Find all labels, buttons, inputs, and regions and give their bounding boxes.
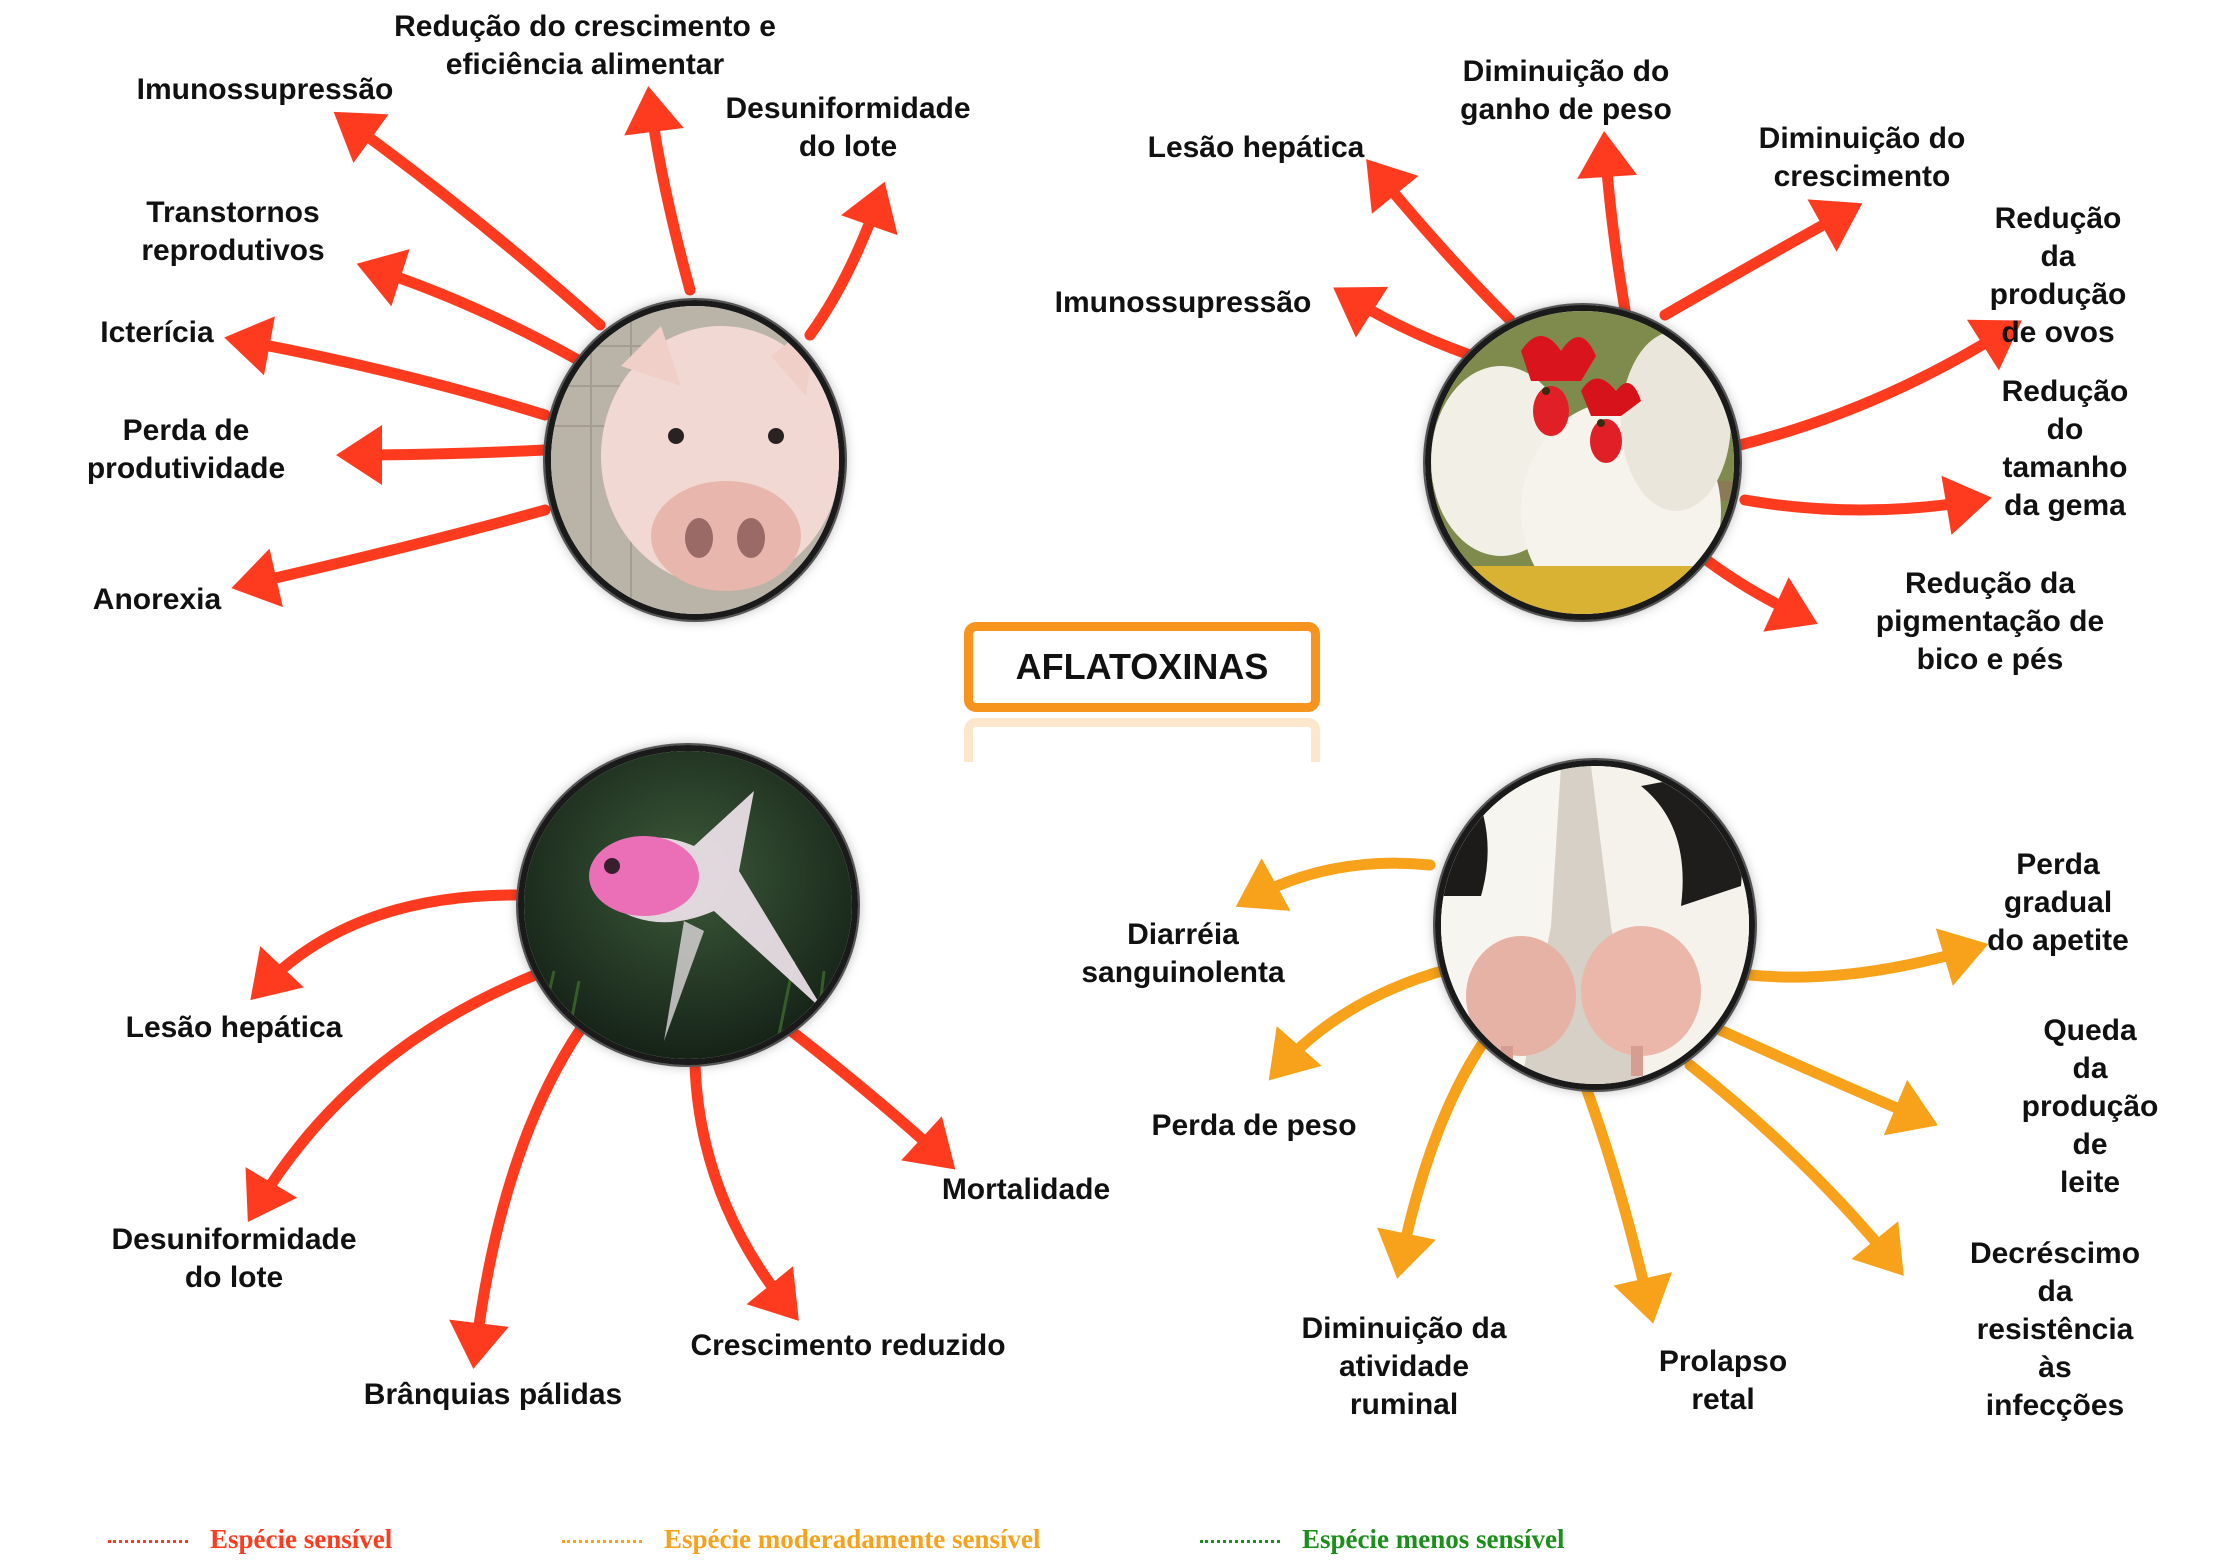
pig-arrowhead-1 (333, 111, 389, 164)
legend-less-label: Espécie menos sensível (1302, 1524, 1565, 1554)
cattle-effect-milk-production: Queda da produção de leite (2021, 1014, 2159, 1199)
legend-less-dots (1200, 1540, 1280, 1544)
pig-arrowhead-0 (624, 86, 684, 136)
poultry-effect-yolk-size: Redução do tamanho da gema (2001, 375, 2129, 522)
fish-effect-reduced-growth: Crescimento reduzido (690, 1329, 1006, 1362)
poultry-arrowhead-1 (1366, 159, 1419, 214)
fish-arrowhead-3 (746, 1266, 799, 1321)
fish-effect-liver: Lesão hepática (125, 1011, 343, 1044)
pig-effect-jaundice: Icterícia (100, 316, 214, 349)
pig-arrow-6 (239, 504, 551, 591)
pig-arrowhead-4 (224, 316, 275, 376)
pig-arrow-1 (339, 114, 606, 331)
fish-effect-pale-gills: Brânquias pálidas (363, 1378, 623, 1411)
fish-arrowhead-1 (245, 1167, 298, 1223)
pig-effect-growth: Redução do crescimento e eficiência alim… (394, 10, 776, 81)
poultry-effect-immunosuppression: Imunossupressão (1054, 286, 1312, 319)
poultry-arrowhead-3 (1333, 286, 1389, 338)
fish-effect-mortality: Mortalidade (941, 1173, 1111, 1206)
cattle-arrowhead-2 (1377, 1227, 1436, 1279)
poultry-arrow-5 (1739, 494, 1984, 516)
cattle-arrowhead-6 (1851, 1221, 1904, 1276)
pig-effect-anorexia: Anorexia (92, 583, 222, 616)
pig-effect-immunosuppression: Imunossupressão (136, 73, 394, 106)
poultry-effect-weight-gain: Diminuição do ganho de peso (1460, 55, 1672, 126)
pig-arrow-4 (232, 334, 551, 421)
poultry-effect-liver: Lesão hepática (1147, 131, 1365, 164)
pig-effect-reproductive: Transtornos reprodutivos (141, 196, 325, 267)
legend-less: Espécie menos sensível (1200, 1524, 1565, 1555)
fish-arrow-2 (469, 1024, 586, 1361)
pig-effect-lot-uniformity: Desuniformidade do lote (725, 92, 971, 163)
chickens-image (1425, 305, 1740, 620)
cows-image (1435, 760, 1755, 1090)
legend-moderate-dots (562, 1540, 642, 1544)
legend-sensitive-dots (108, 1540, 188, 1544)
fish-arrowhead-2 (449, 1319, 509, 1369)
pig-arrowhead-2 (841, 181, 898, 236)
cattle-arrow-4 (1744, 942, 1981, 983)
cattle-effect-rumen-activity: Diminuição da atividade ruminal (1301, 1312, 1507, 1421)
poultry-arrow-4 (1734, 322, 2016, 451)
cattle-arrowhead-3 (1613, 1272, 1673, 1324)
fish-arrow-0 (254, 889, 521, 996)
poultry-arrowhead-4 (1966, 319, 2022, 371)
legend-moderate: Espécie moderadamente sensível (562, 1524, 1040, 1555)
fish-arrow-1 (249, 969, 541, 1216)
poultry-arrowhead-0 (1577, 131, 1638, 179)
cattle-arrowhead-4 (1935, 928, 1989, 986)
cattle-arrowhead-1 (1268, 1026, 1322, 1081)
center-title: AFLATOXINAS (964, 622, 1320, 712)
fish-arrowhead-4 (901, 1116, 956, 1170)
cattle-effect-infection-resistance: Decréscimo da resistência às infecções (1969, 1237, 2141, 1422)
cattle-effect-appetite-loss: Perda gradual do apetite (1987, 848, 2129, 957)
poultry-arrowhead-2 (1807, 199, 1863, 252)
legend-sensitive: Espécie sensível (108, 1524, 392, 1555)
fish-arrowhead-0 (250, 946, 304, 1001)
cattle-arrow-6 (1684, 1059, 1901, 1271)
poultry-effect-egg-production: Redução da produção de ovos (1989, 202, 2127, 349)
cattle-effect-weight-loss: Perda de peso (1151, 1109, 1357, 1142)
cattle-arrow-2 (1394, 1034, 1491, 1271)
legend-sensitive-label: Espécie sensível (210, 1524, 393, 1554)
pig-image (545, 300, 845, 620)
cattle-arrow-5 (1714, 1024, 1931, 1126)
poultry-effect-growth: Diminuição do crescimento (1758, 122, 1966, 193)
poultry-arrowhead-5 (1941, 475, 1992, 535)
poultry-effect-pigmentation: Redução da pigmentação de bico e pés (1875, 567, 2105, 676)
cattle-arrow-3 (1579, 1079, 1656, 1316)
legend-moderate-label: Espécie moderadamente sensível (664, 1524, 1041, 1554)
cattle-arrowhead-0 (1235, 858, 1291, 911)
fish-image (518, 745, 858, 1065)
cattle-effect-bloody-diarrhea: Diarréia sanguinolenta (1081, 918, 1285, 989)
poultry-arrowhead-6 (1763, 577, 1818, 632)
fish-effect-lot-uniformity: Desuniformidade do lote (111, 1223, 357, 1294)
pig-effect-productivity: Perda de produtividade (86, 414, 286, 485)
fish-arrow-3 (689, 1059, 796, 1316)
cattle-arrowhead-5 (1883, 1079, 1938, 1136)
pig-arrowhead-5 (336, 425, 382, 485)
pig-arrowhead-6 (231, 548, 283, 608)
center-title-reflection (964, 718, 1320, 762)
pig-arrowhead-3 (356, 249, 410, 307)
cattle-effect-rectal-prolapse: Prolapso retal (1658, 1345, 1788, 1416)
